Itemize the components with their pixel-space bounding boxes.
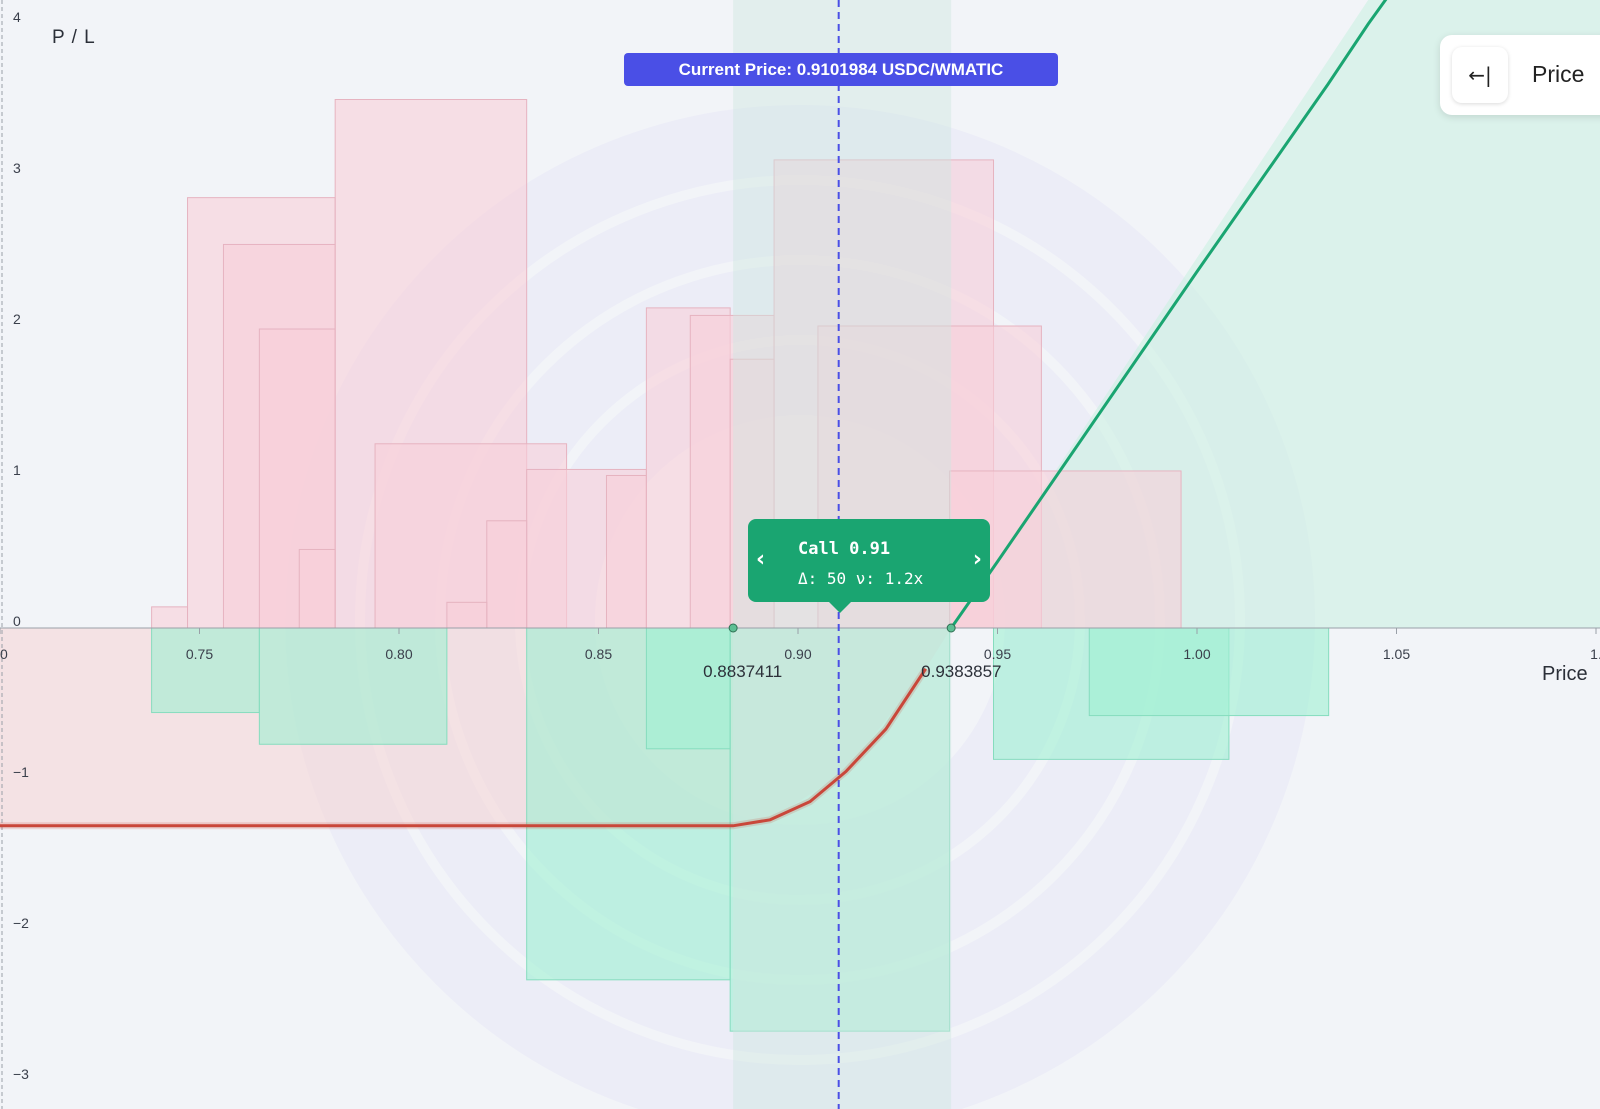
x-tick-label: 70 (0, 646, 8, 662)
strike-label: 0.9383857 (921, 662, 1001, 681)
red-liquidity-bar (151, 606, 189, 629)
x-tick-label: 1. (1590, 646, 1600, 662)
x-axis-ticks: 70 0.75 0.80 0.85 0.90 0.95 1.00 1.05 1. (0, 628, 1600, 662)
current-price-banner: Current Price: 0.9101984 USDC/WMATIC (624, 53, 1058, 86)
y-tick-label: 3 (13, 160, 21, 176)
x-tick-label: 1.00 (1183, 646, 1210, 662)
liquidity-bars (151, 99, 1330, 1032)
green-liquidity-bar (1088, 627, 1330, 717)
tooltip-greeks: Δ: 50 ν: 1.2x (798, 569, 924, 588)
x-tick-label: 0.85 (585, 646, 612, 662)
y-tick-label: 2 (13, 311, 21, 327)
y-tick-label: 0 (13, 613, 21, 629)
price-panel-toggle: ←| Price (1440, 35, 1600, 115)
red-liquidity-bar (298, 548, 336, 629)
x-axis-label: Price (1542, 663, 1588, 685)
strike-dot (946, 623, 956, 633)
loss-curve (0, 667, 927, 828)
x-tick-label: 0.75 (186, 646, 213, 662)
chevron-left-icon[interactable]: ‹ (756, 547, 766, 572)
red-liquidity-bar (605, 474, 647, 629)
x-tick-label: 0.90 (784, 646, 811, 662)
green-liquidity-bar (729, 627, 951, 1032)
red-liquidity-bar (486, 520, 528, 629)
y-tick-label: −2 (13, 915, 29, 931)
red-liquidity-bar (446, 601, 488, 629)
tooltip-title: Call 0.91 (798, 539, 891, 559)
green-liquidity-bar (151, 627, 260, 714)
y-axis-ticks: 4 3 2 1 0 −1 −2 −3 (13, 9, 29, 1082)
strike-markers: 0.8837411 0.9383857 (703, 623, 1002, 681)
strike-label: 0.8837411 (703, 662, 782, 681)
strike-dot (728, 623, 738, 633)
y-axis-label: P / L (52, 27, 96, 48)
green-liquidity-bar (258, 627, 448, 745)
y-tick-label: −1 (13, 764, 29, 780)
y-tick-label: 4 (13, 9, 21, 25)
chevron-right-icon[interactable]: › (972, 547, 982, 572)
y-tick-label: 1 (13, 462, 21, 478)
y-tick-label: −3 (13, 1066, 29, 1082)
price-toggle-label: Price (1532, 61, 1585, 87)
arrow-left-bar-icon[interactable]: ←| (1452, 47, 1508, 103)
x-tick-label: 0.80 (385, 646, 412, 662)
x-tick-label: 1.05 (1383, 646, 1410, 662)
option-tooltip: ‹ Call 0.91 Δ: 50 ν: 1.2x › (748, 519, 990, 613)
x-tick-label: 0.95 (984, 646, 1011, 662)
green-liquidity-bar (645, 627, 731, 750)
